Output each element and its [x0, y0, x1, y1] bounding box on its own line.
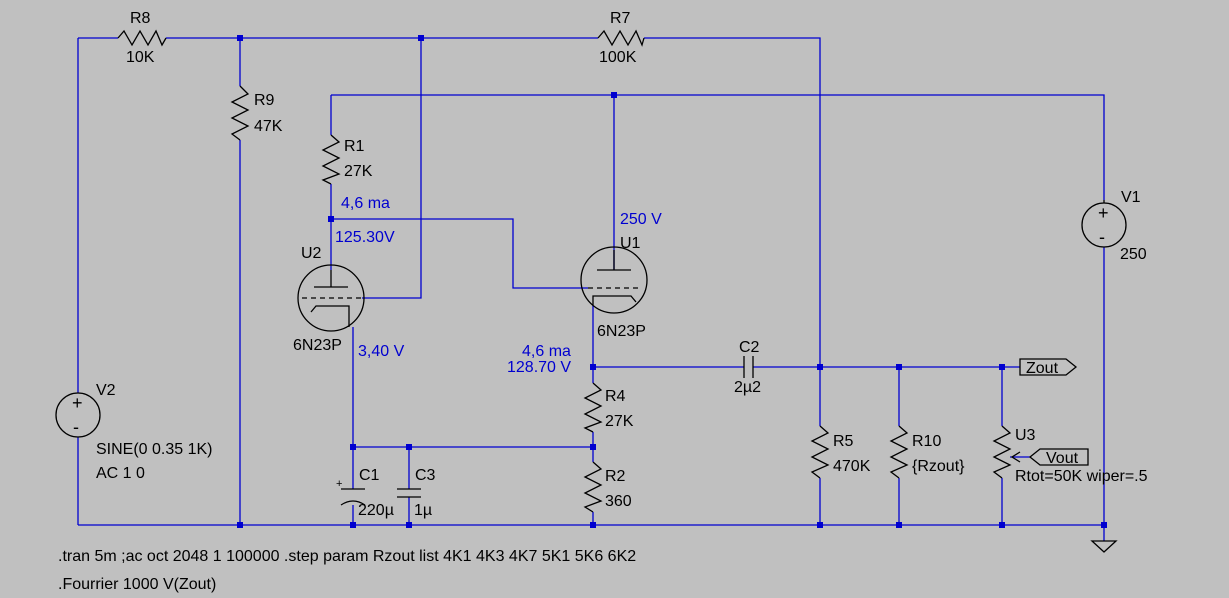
c2-label: C2 [739, 339, 760, 356]
u1-current-annotation: 4,6 ma [522, 343, 571, 360]
c3-label: C3 [415, 467, 436, 484]
c1-polarity: + [336, 478, 342, 490]
voltage-source-v1[interactable]: + - V1 250 [1081, 189, 1147, 263]
v1-label: V1 [1121, 189, 1141, 206]
c3-value: 1µ [414, 502, 432, 519]
c2-value: 2µ2 [734, 379, 761, 396]
u1-value: 6N23P [597, 323, 646, 340]
resistor-r5[interactable]: R5 470K [810, 425, 871, 479]
v1-plus-icon: + [1098, 203, 1109, 223]
directive-line-1[interactable]: .tran 5m ;ac oct 2048 1 100000 .step par… [58, 548, 636, 565]
capacitor-c1[interactable]: + C1 220µ [336, 467, 394, 519]
resistor-r8[interactable]: R8 10K [117, 10, 167, 66]
capacitor-c3[interactable]: C3 1µ [397, 467, 436, 519]
zout-label: Zout [1026, 360, 1059, 377]
r7-label: R7 [610, 10, 631, 27]
v2-plus-icon: + [72, 393, 83, 413]
resistor-r10[interactable]: R10 {Rzout} [889, 425, 965, 479]
u2-cathode-voltage: 3,40 V [358, 343, 405, 360]
r8-value: 10K [126, 49, 155, 66]
potentiometer-u3[interactable]: U3 Rtot=50K wiper=.5 [992, 425, 1148, 485]
resistor-r2[interactable]: R2 360 [583, 461, 632, 513]
u1-label: U1 [620, 235, 641, 252]
voltage-source-v2[interactable]: + - V2 SINE(0 0.35 1K) AC 1 0 [55, 382, 213, 482]
r8-label: R8 [130, 10, 151, 27]
u2-current-annotation: 4,6 ma [341, 195, 390, 212]
spice-directives[interactable]: .tran 5m ;ac oct 2048 1 100000 .step par… [58, 548, 636, 593]
r5-label: R5 [833, 433, 854, 450]
u2-value: 6N23P [293, 337, 342, 354]
r4-label: R4 [605, 388, 626, 405]
net-label-zout[interactable]: Zout [1019, 358, 1078, 377]
r2-label: R2 [605, 468, 626, 485]
vout-label: Vout [1046, 450, 1079, 467]
u1-cathode-voltage: 128.70 V [507, 359, 571, 376]
u2-anode-voltage: 125.30V [335, 229, 395, 246]
r4-value: 27K [605, 413, 634, 430]
r10-value: {Rzout} [912, 458, 965, 475]
v2-ac: AC 1 0 [96, 465, 145, 482]
u3-label: U3 [1015, 427, 1036, 444]
directive-line-2[interactable]: .Fourrier 1000 V(Zout) [58, 576, 216, 593]
ground-icon [1090, 540, 1118, 553]
r7-value: 100K [599, 49, 637, 66]
c1-value: 220µ [358, 502, 394, 519]
v1-value: 250 [1120, 246, 1147, 263]
r9-label: R9 [254, 92, 275, 109]
u3-value: Rtot=50K wiper=.5 [1015, 468, 1148, 485]
capacitor-c2[interactable]: C2 2µ2 [734, 339, 761, 396]
r2-value: 360 [605, 493, 632, 510]
resistor-r9[interactable]: R9 47K [230, 85, 283, 141]
r5-value: 470K [833, 458, 871, 475]
net-label-vout[interactable]: Vout [1028, 448, 1089, 467]
resistor-r7[interactable]: R7 100K [597, 10, 645, 66]
v2-sine: SINE(0 0.35 1K) [96, 441, 213, 458]
c1-label: C1 [359, 467, 380, 484]
annotations: 4,6 ma 125.30V 3,40 V 250 V 4,6 ma 128.7… [335, 195, 662, 376]
v2-minus-icon: - [73, 417, 79, 437]
u2-label: U2 [301, 245, 322, 262]
v1-minus-icon: - [1099, 227, 1105, 247]
u1-anode-voltage: 250 V [620, 211, 662, 228]
r9-value: 47K [254, 118, 283, 135]
r1-label: R1 [344, 138, 365, 155]
triode-u1[interactable]: U1 6N23P [580, 235, 648, 340]
r1-value: 27K [344, 163, 373, 180]
triode-u2[interactable]: U2 6N23P [293, 245, 365, 354]
resistor-r1[interactable]: R1 27K [321, 134, 373, 185]
resistor-r4[interactable]: R4 27K [583, 382, 634, 433]
junction-dots [237, 35, 1107, 528]
v2-label: V2 [96, 382, 116, 399]
r10-label: R10 [912, 433, 941, 450]
